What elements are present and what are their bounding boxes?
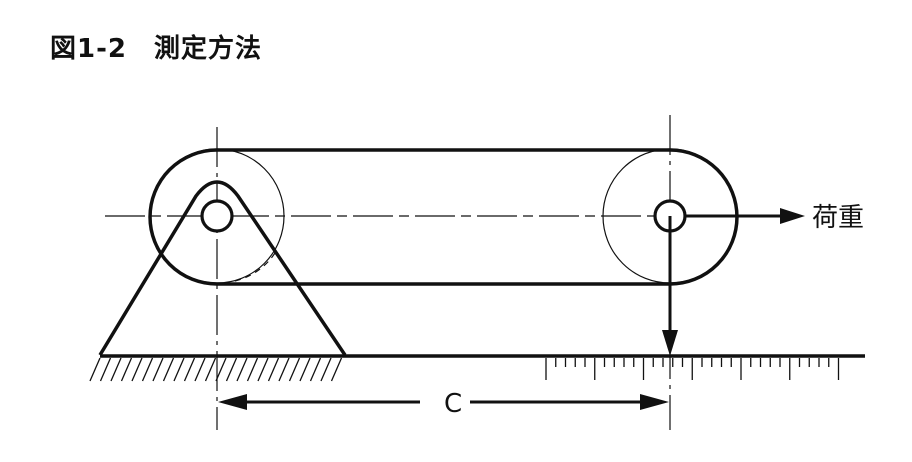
- hatch-stroke: [120, 357, 133, 382]
- hatch-stroke: [246, 357, 259, 382]
- ground-hatching: [89, 357, 343, 382]
- hatch-stroke: [309, 357, 322, 382]
- hatch-stroke: [236, 357, 248, 382]
- hatch-stroke: [194, 357, 206, 382]
- hatch-stroke: [257, 357, 269, 382]
- hatch-stroke: [225, 357, 238, 382]
- hatch-stroke: [215, 357, 227, 382]
- hatch-stroke: [204, 357, 217, 382]
- hidden-arc: [234, 252, 276, 282]
- hatch-stroke: [89, 357, 101, 382]
- hatch-stroke: [99, 357, 112, 382]
- load-label: 荷重: [812, 203, 864, 233]
- hatch-stroke: [320, 357, 332, 382]
- vertical-arrow-head: [662, 330, 678, 356]
- center-lines: [105, 115, 671, 430]
- hatch-stroke: [330, 357, 343, 382]
- support-bracket: [98, 180, 347, 356]
- figure-title: 図1-2 測定方法: [50, 34, 262, 64]
- dimension-arrow-right: [640, 394, 669, 410]
- dimension-arrow-left: [218, 394, 247, 410]
- hatch-stroke: [110, 357, 122, 382]
- hatch-stroke: [152, 357, 164, 382]
- hatch-stroke: [131, 357, 143, 382]
- hatch-stroke: [162, 357, 175, 382]
- hatch-stroke: [267, 357, 280, 382]
- left-pulley-thin: [149, 148, 285, 284]
- load-arrow-head: [780, 208, 805, 224]
- dimension-label: C: [444, 389, 462, 419]
- hatch-stroke: [183, 357, 196, 382]
- hatch-stroke: [278, 357, 290, 382]
- hatch-stroke: [173, 357, 185, 382]
- hatch-stroke: [299, 357, 311, 382]
- ruler-scale: [545, 358, 840, 380]
- left-pin-hole: [200, 199, 234, 233]
- hatch-stroke: [288, 357, 301, 382]
- arm-outline: [148, 148, 739, 286]
- hatch-stroke: [141, 357, 154, 382]
